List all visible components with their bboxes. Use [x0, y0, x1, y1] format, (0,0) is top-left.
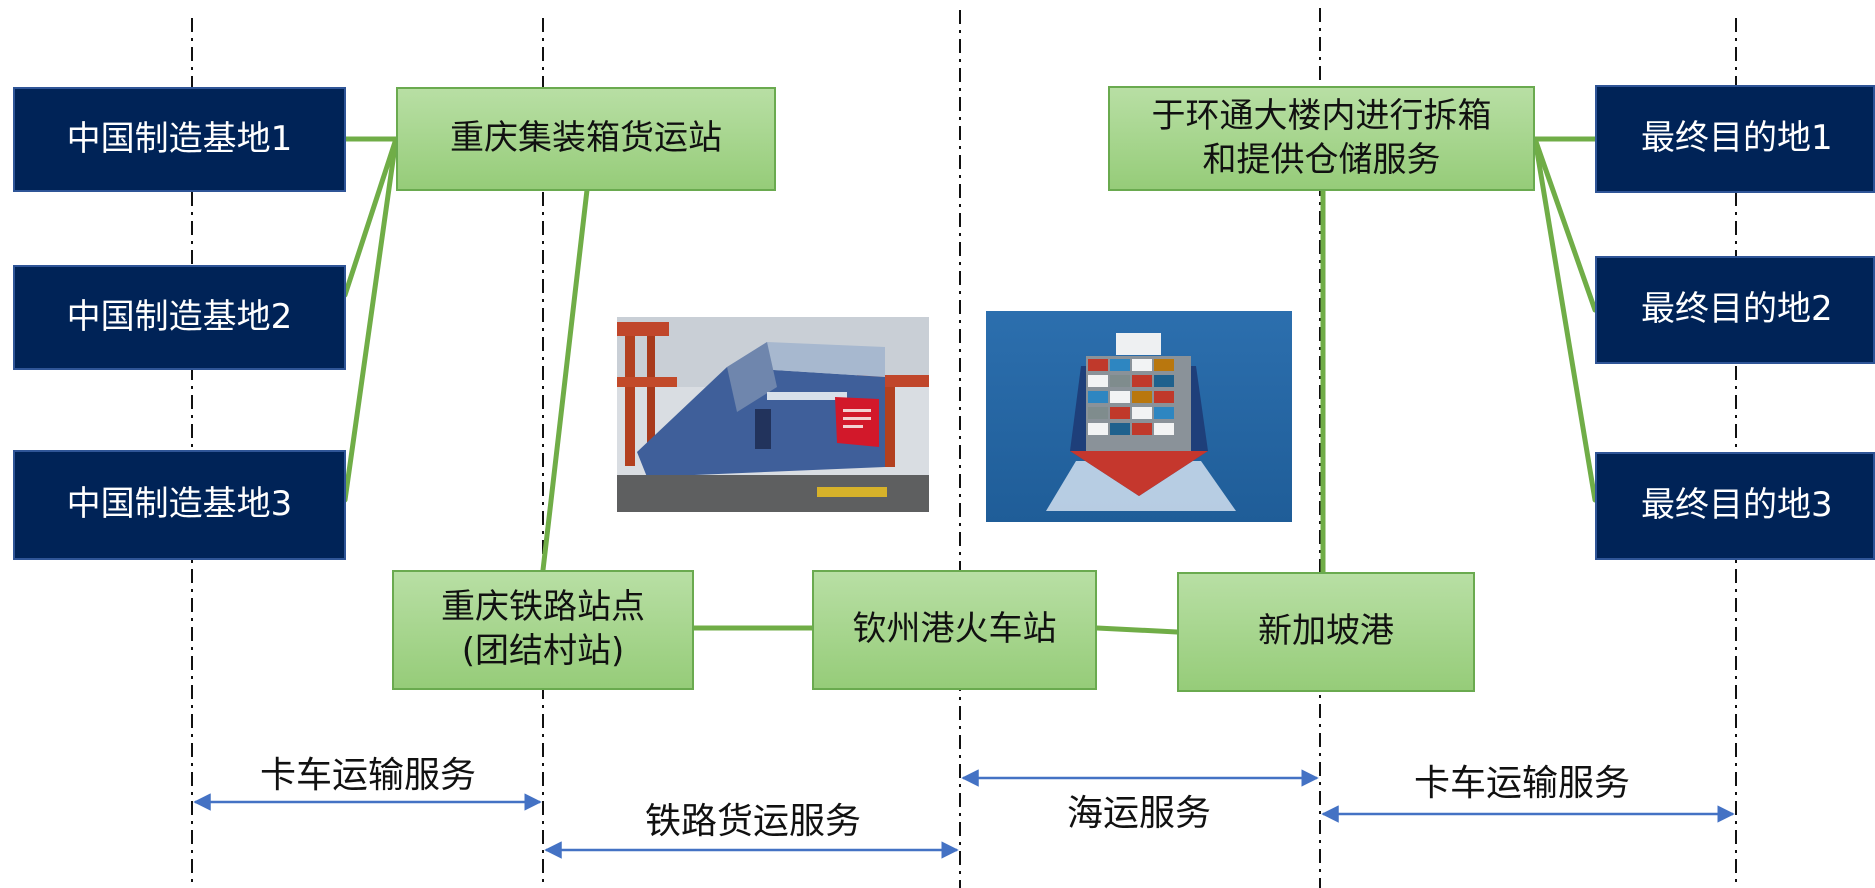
container-ship-photo	[986, 311, 1292, 522]
warehouse-label-line1: 于环通大楼内进行拆箱	[1151, 95, 1492, 136]
origin-2: 中国制造基地2	[13, 265, 346, 370]
warehouse-label-line2: 和提供仓储服务	[1202, 139, 1441, 180]
rail-station-label-line2: (团结村站)	[461, 631, 625, 671]
container-station-label: 重庆集装箱货运站	[450, 118, 722, 159]
service-label-truck-left: 卡车运输服务	[259, 755, 477, 796]
rail-station-node: 重庆铁路站点 (团结村站)	[392, 570, 694, 690]
connector-origin3	[342, 136, 399, 503]
container-station-node: 重庆集装箱货运站	[396, 87, 776, 191]
origin-1: 中国制造基地1	[13, 87, 346, 192]
connector-qinzhou-to-singapore	[1094, 625, 1180, 635]
rail-station-label-line1: 重庆铁路站点	[441, 587, 645, 628]
destination-1-label: 最终目的地1	[1641, 118, 1833, 159]
connector-origin2	[342, 136, 399, 298]
service-label-sea: 海运服务	[1066, 793, 1212, 834]
destination-3-label: 最终目的地3	[1641, 485, 1833, 526]
destination-2-label: 最终目的地2	[1641, 289, 1833, 330]
qinzhou-station-label: 钦州港火车站	[852, 609, 1057, 650]
service-label-rail: 铁路货运服务	[644, 801, 862, 842]
freight-train-photo	[617, 317, 929, 512]
singapore-port-label: 新加坡港	[1258, 611, 1394, 652]
destination-2: 最终目的地2	[1595, 256, 1875, 364]
warehouse-node: 于环通大楼内进行拆箱 和提供仓储服务	[1108, 86, 1535, 191]
connector-station-to-rail	[540, 187, 590, 573]
origin-3-label: 中国制造基地3	[66, 484, 293, 525]
connector-dest2	[1532, 136, 1598, 313]
service-label-truck-right: 卡车运输服务	[1413, 763, 1631, 804]
singapore-port-node: 新加坡港	[1177, 572, 1475, 692]
destination-1: 最终目的地1	[1595, 85, 1875, 193]
destination-3: 最终目的地3	[1595, 452, 1875, 560]
connector-dest3	[1532, 136, 1598, 503]
origin-1-label: 中国制造基地1	[66, 118, 293, 159]
qinzhou-station-node: 钦州港火车站	[812, 570, 1097, 690]
origin-2-label: 中国制造基地2	[66, 296, 293, 337]
origin-3: 中国制造基地3	[13, 450, 346, 560]
